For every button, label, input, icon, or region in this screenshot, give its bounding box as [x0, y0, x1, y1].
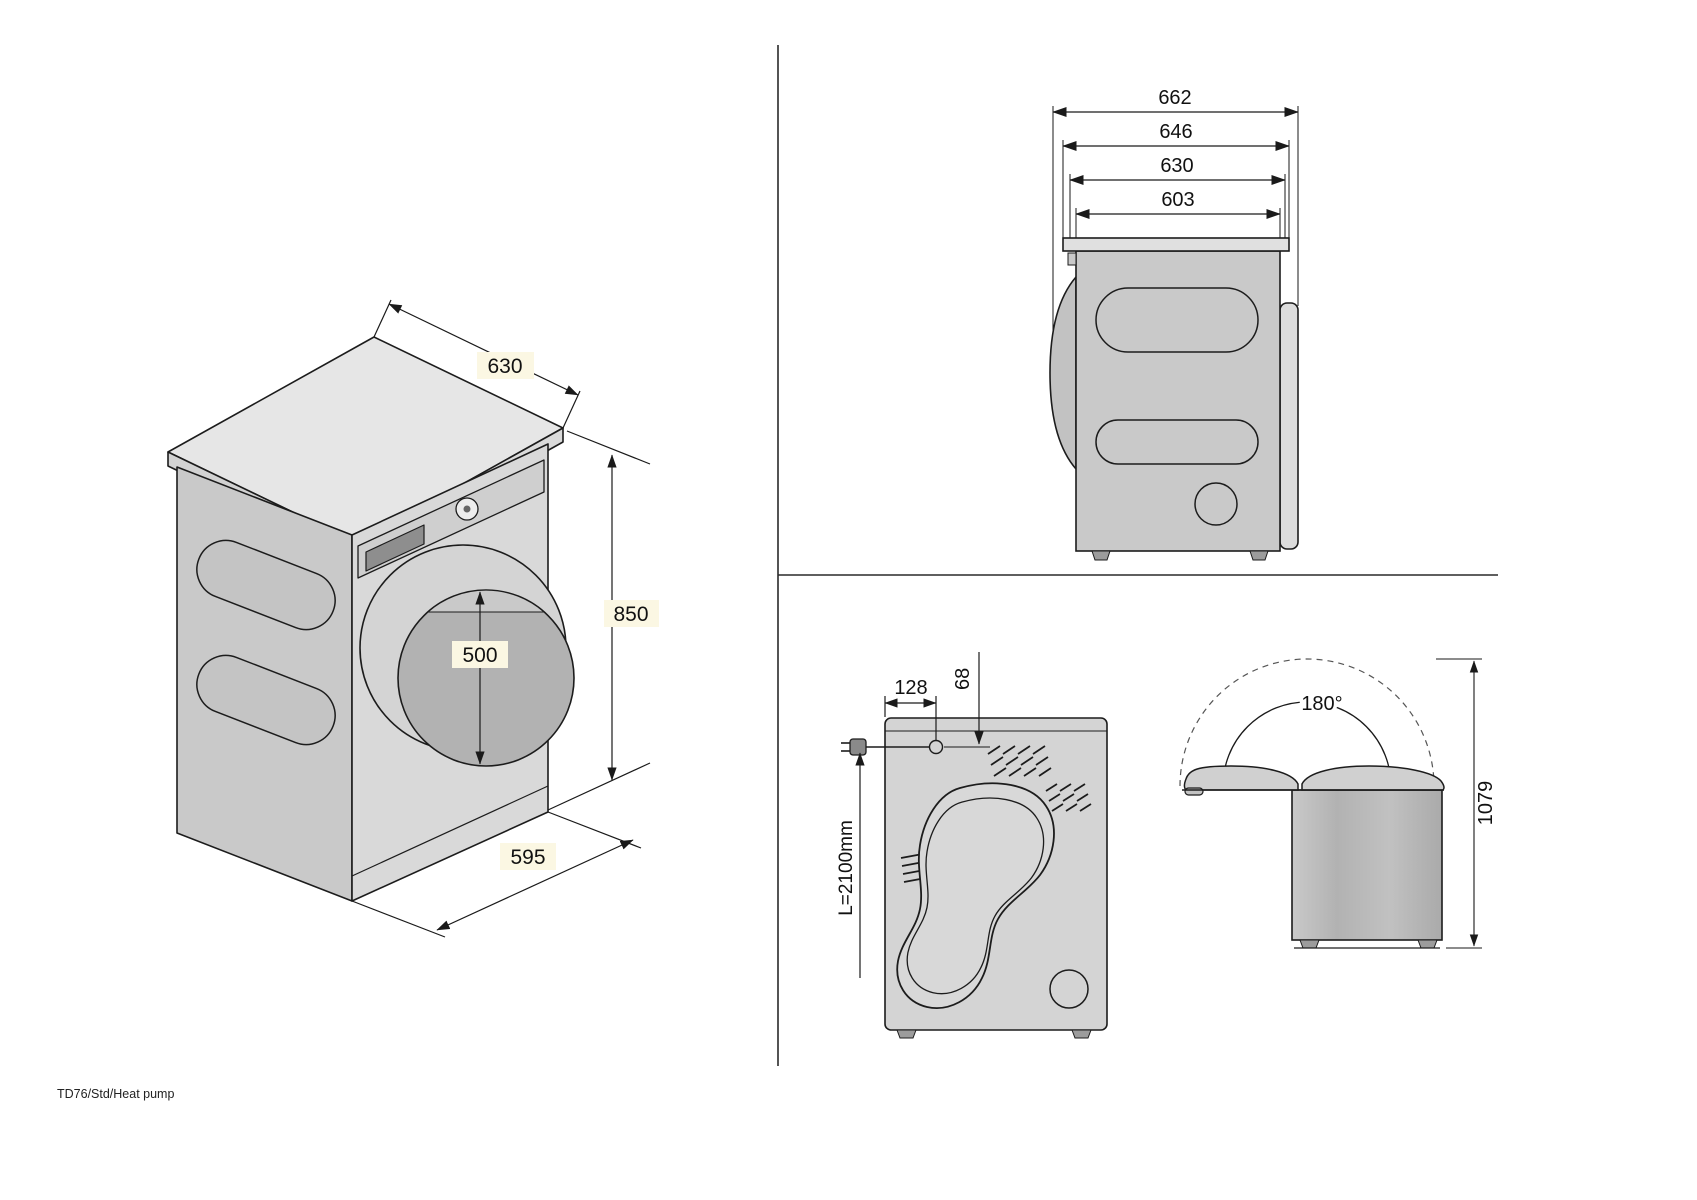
rear-view: 128 68 L=2100mm — [836, 652, 1108, 1039]
left-foot — [1299, 939, 1320, 949]
side-dim-lines — [1052, 106, 1299, 220]
side-emboss-upper — [1095, 287, 1259, 353]
opening-angle-label: 180° — [1301, 693, 1342, 715]
cord-length-label: L=2100mm — [836, 820, 857, 916]
dryer-body-side — [1291, 789, 1443, 941]
rear-panel — [1279, 302, 1299, 550]
vent-grille-right — [1045, 783, 1092, 812]
vent-grille-top — [987, 745, 1052, 777]
isometric-view: 630 850 500 595 — [167, 299, 659, 938]
cable-channel-inner — [906, 797, 1045, 995]
iso-dim-labels: 630 850 500 595 — [452, 352, 659, 870]
door-bulge — [1049, 274, 1077, 472]
side-dim-total-label: 662 — [1158, 87, 1191, 109]
right-foot — [1071, 1029, 1092, 1039]
label-backdrop — [477, 352, 534, 379]
side-dim-630-label: 630 — [1160, 155, 1193, 177]
side-emboss-lower — [1095, 419, 1259, 465]
lid-handle — [1184, 787, 1204, 796]
lid-open-view: 180° 1079 — [1179, 658, 1497, 949]
angle-arrow-arc — [1218, 701, 1396, 787]
panel-dividers — [777, 45, 1498, 1066]
kick-plate-line — [351, 785, 549, 877]
open-height-label: 1079 — [1475, 781, 1497, 826]
label-backdrop — [452, 641, 508, 668]
knob-dot — [463, 505, 471, 513]
service-cap — [1194, 482, 1238, 526]
display-window — [365, 524, 425, 572]
rear-dimension-lines — [855, 652, 990, 978]
side-dim-646-label: 646 — [1159, 121, 1192, 143]
side-dim-body-label: 603 — [1161, 189, 1194, 211]
lid-swing-arc — [1179, 658, 1435, 787]
lid-dimension-lines — [1436, 658, 1482, 949]
hinge-tab — [1067, 252, 1077, 266]
depth-dim-line — [388, 303, 579, 396]
label-backdrop — [500, 843, 556, 870]
iso-machine — [167, 336, 575, 902]
drain-cap — [1049, 969, 1089, 1009]
width-dim-line — [436, 839, 634, 931]
iso-height-label: 850 — [613, 603, 648, 626]
iso-depth-label: 630 — [487, 355, 522, 378]
iso-width-label: 595 — [510, 846, 545, 869]
model-label: TD76/Std/Heat pump — [57, 1087, 175, 1101]
rear-foot — [1249, 550, 1269, 561]
door-glass-highlight — [427, 589, 545, 613]
right-foot — [1417, 939, 1438, 949]
left-foot — [896, 1029, 917, 1039]
side-emboss-lower — [196, 654, 336, 746]
cable-channel — [896, 782, 1055, 1009]
label-backdrop — [604, 600, 659, 627]
side-emboss-upper — [196, 539, 336, 631]
vent-grille-left — [900, 852, 932, 883]
cord-x-label: 128 — [894, 677, 927, 699]
cord-gland — [928, 739, 944, 755]
cord-y-label: 68 — [952, 668, 974, 690]
front-foot — [1091, 550, 1111, 561]
lid-open — [1183, 765, 1299, 791]
worktop — [1062, 237, 1290, 252]
side-view: 662 646 630 603 — [1049, 87, 1299, 561]
door-glass — [397, 589, 575, 767]
side-machine — [1049, 237, 1299, 561]
lid-closed — [1301, 765, 1445, 791]
power-plug-icon — [849, 738, 867, 756]
iso-door-diameter-label: 500 — [462, 644, 497, 667]
